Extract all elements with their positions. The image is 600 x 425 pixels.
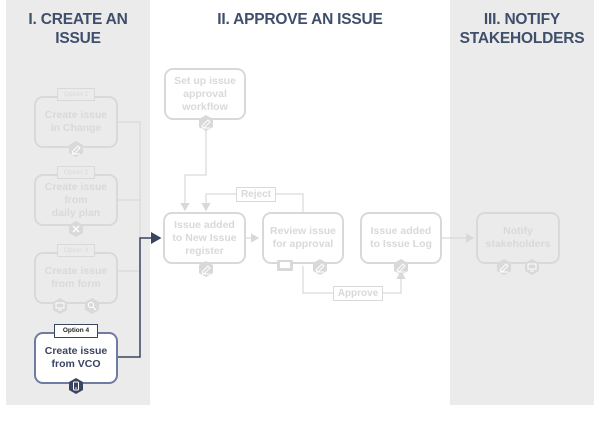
option-4-tag: Option 4: [54, 324, 98, 338]
review-issue-box[interactable]: Review issue for approval: [262, 212, 344, 264]
edit-icon: [69, 141, 83, 157]
edit-icon: [394, 259, 408, 275]
option-1-tag: Option 1: [57, 88, 95, 101]
option-2-tag: Option 2: [57, 166, 95, 179]
monitor-icon: [525, 259, 539, 275]
edit-icon: [199, 115, 213, 131]
edit-icon: [497, 259, 511, 275]
setup-workflow-box[interactable]: Set up issue approval workflow: [164, 68, 246, 120]
monitor-icon: [53, 298, 67, 314]
edit-icon: [199, 261, 213, 277]
header-approve: II. APPROVE AN ISSUE: [217, 11, 383, 28]
reject-label: Reject: [236, 187, 276, 202]
option-2-box[interactable]: Create issue from daily plan: [34, 174, 118, 226]
approve-label: Approve: [333, 286, 383, 301]
issue-log-box[interactable]: Issue added to Issue Log: [360, 212, 442, 264]
notify-column: [450, 0, 594, 405]
desktop-icon: [277, 260, 293, 271]
cancel-icon: [69, 221, 83, 237]
option-3-box[interactable]: Create issue from form: [34, 252, 118, 304]
header-notify: III. NOTIFY STAKEHOLDERS: [459, 11, 585, 47]
approve-column: [150, 0, 450, 405]
search-icon: [85, 298, 99, 314]
header-create: I. CREATE AN ISSUE: [28, 11, 128, 47]
option-3-tag: Option 3: [57, 244, 95, 257]
notify-stakeholders-box[interactable]: Notify stakeholders: [476, 212, 560, 264]
edit-icon: [313, 259, 327, 275]
mobile-icon: [69, 378, 83, 394]
issue-register-box[interactable]: Issue added to New Issue register: [163, 212, 246, 264]
